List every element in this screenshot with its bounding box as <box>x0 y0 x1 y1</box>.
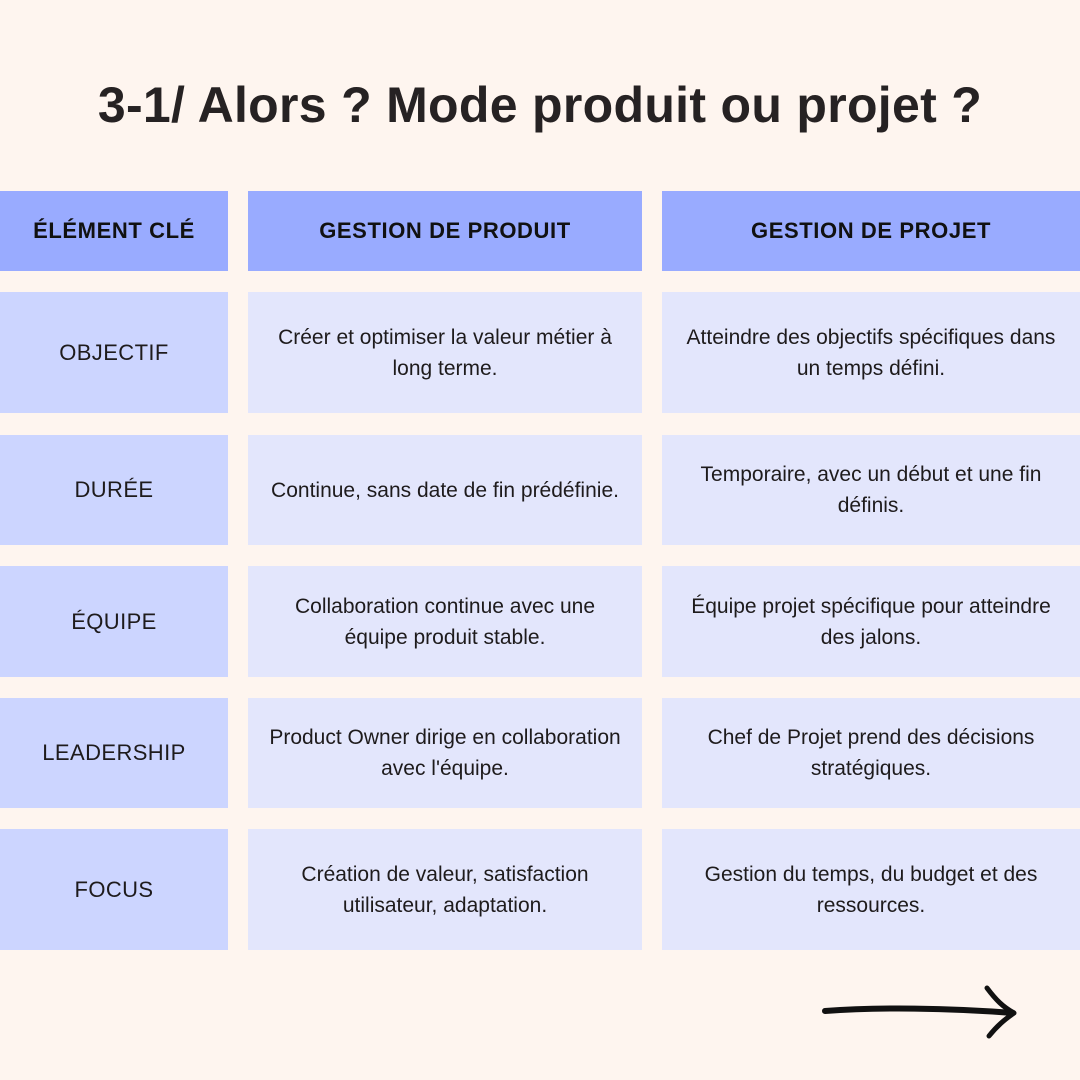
arrow-right-icon[interactable] <box>818 980 1023 1045</box>
row-key-equipe: ÉQUIPE <box>0 566 228 677</box>
row-projet-leadership: Chef de Projet prend des décisions strat… <box>662 698 1080 808</box>
row-projet-objectif: Atteindre des objectifs spécifiques dans… <box>662 292 1080 413</box>
row-key-duree: DURÉE <box>0 435 228 545</box>
row-produit-duree: Continue, sans date de fin prédéfinie. <box>248 435 642 545</box>
row-projet-focus: Gestion du temps, du budget et des resso… <box>662 829 1080 950</box>
row-produit-objectif: Créer et optimiser la valeur métier à lo… <box>248 292 642 413</box>
row-produit-leadership: Product Owner dirige en collaboration av… <box>248 698 642 808</box>
row-projet-duree: Temporaire, avec un début et une fin déf… <box>662 435 1080 545</box>
header-gestion-produit: GESTION DE PRODUIT <box>248 191 642 271</box>
row-key-leadership: LEADERSHIP <box>0 698 228 808</box>
row-produit-focus: Création de valeur, satisfaction utilisa… <box>248 829 642 950</box>
row-key-focus: FOCUS <box>0 829 228 950</box>
row-projet-equipe: Équipe projet spécifique pour atteindre … <box>662 566 1080 677</box>
header-gestion-projet: GESTION DE PROJET <box>662 191 1080 271</box>
row-key-objectif: OBJECTIF <box>0 292 228 413</box>
header-element-cle: ÉLÉMENT CLÉ <box>0 191 228 271</box>
page-title: 3-1/ Alors ? Mode produit ou projet ? <box>97 77 983 133</box>
row-produit-equipe: Collaboration continue avec une équipe p… <box>248 566 642 677</box>
